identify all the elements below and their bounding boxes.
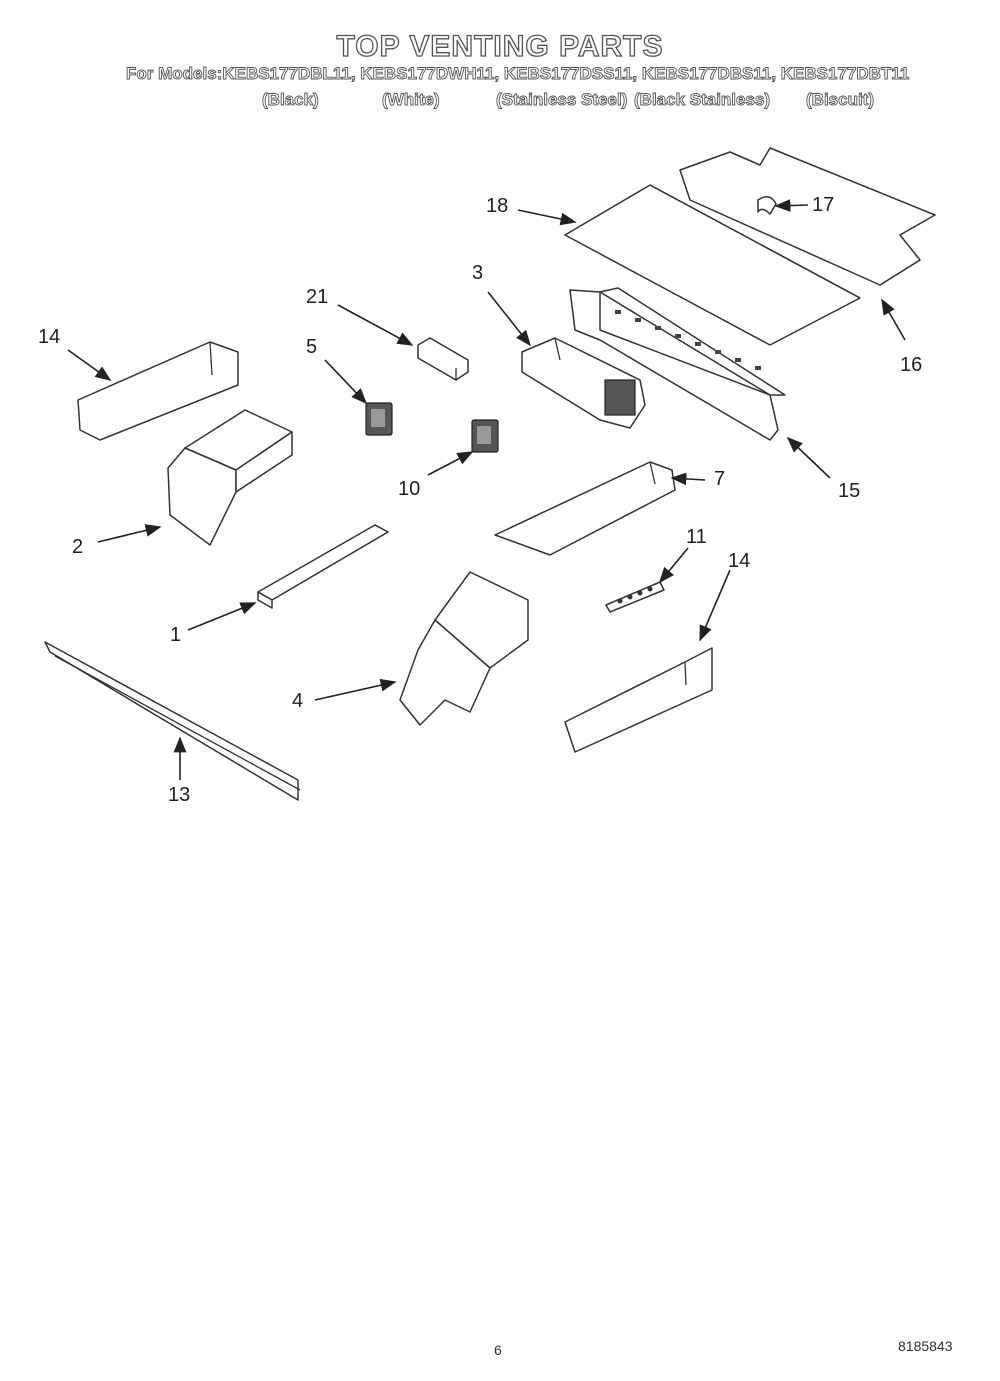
callout-18: 18 (486, 195, 509, 217)
variant-black-stainless: (Black Stainless) (634, 90, 771, 110)
callout-17: 17 (812, 194, 835, 216)
part-15-vent-bracket (569, 287, 786, 441)
part-14-bracket-lower (564, 647, 713, 753)
part-16-top-panel (679, 147, 936, 286)
callout-4: 4 (292, 690, 304, 712)
callout-7: 7 (714, 468, 726, 490)
arrow-14a (67, 349, 112, 381)
callout-10: 10 (398, 478, 421, 500)
part-10-switch (471, 419, 499, 453)
callout-5: 5 (306, 336, 318, 358)
arrow-17 (774, 199, 809, 212)
arrow-14b (699, 569, 731, 642)
arrow-10 (427, 451, 474, 476)
models-line: For Models:KEBS177DBL11, KEBS177DWH11, K… (126, 64, 910, 84)
variant-biscuit: (Biscuit) (806, 90, 875, 110)
part-14-bracket-upper (77, 341, 239, 441)
callout-3: 3 (472, 262, 484, 284)
part-1-bar (257, 524, 389, 609)
arrow-16 (881, 298, 906, 341)
callout-15: 15 (838, 480, 861, 502)
callout-11: 11 (686, 526, 707, 548)
page-number: 6 (494, 1342, 502, 1358)
part-17-clip (757, 196, 777, 215)
arrow-11 (658, 547, 689, 584)
variant-white: (White) (382, 90, 440, 110)
part-18-insulation-sheet (564, 184, 861, 346)
part-4-housing (399, 571, 529, 726)
part-5-switch (365, 402, 393, 436)
callout-16: 16 (900, 354, 923, 376)
part-3-control-module (521, 337, 646, 429)
part-7-plate (494, 461, 676, 556)
arrow-5 (324, 359, 368, 405)
page-title: TOP VENTING PARTS (336, 29, 664, 63)
document-number: 8185843 (898, 1338, 953, 1354)
callout-14-upper: 14 (38, 326, 61, 348)
part-21-block (417, 337, 469, 381)
arrow-15 (786, 436, 831, 479)
arrow-18 (517, 209, 577, 226)
callout-arrows (67, 199, 906, 780)
variant-stainless-steel: (Stainless Steel) (496, 90, 628, 110)
part-11-terminal-strip (605, 581, 665, 613)
callout-21: 21 (306, 286, 329, 308)
arrow-2 (97, 524, 162, 543)
arrow-1 (187, 602, 257, 631)
arrow-3 (487, 291, 531, 347)
arrow-21 (337, 304, 414, 346)
part-2-duct (167, 409, 293, 546)
callout-1: 1 (170, 624, 182, 646)
variant-black: (Black) (262, 90, 320, 110)
callout-13: 13 (168, 784, 191, 806)
callout-14-lower: 14 (728, 550, 751, 572)
part-13-rail (44, 641, 301, 801)
callout-2: 2 (72, 536, 84, 558)
arrow-7 (670, 472, 706, 486)
arrow-4 (314, 678, 397, 701)
